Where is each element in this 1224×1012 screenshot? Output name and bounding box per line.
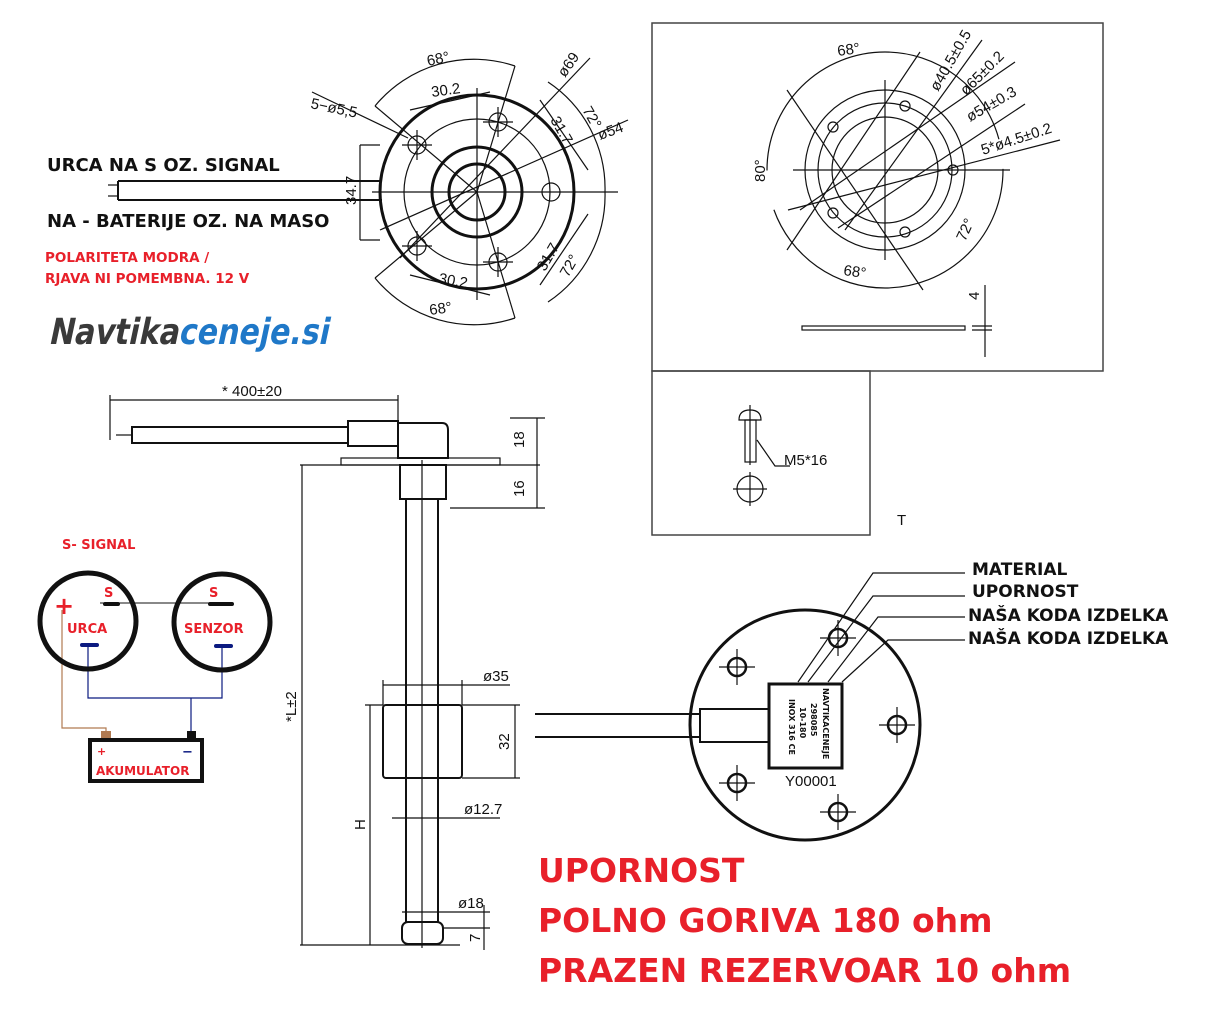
flange-angle-bottom: 68° bbox=[428, 299, 453, 319]
gasket-angle-right: 72° bbox=[953, 216, 978, 244]
battery-plus: + bbox=[97, 745, 106, 758]
label-line-2: 298085 bbox=[809, 703, 818, 737]
callout-resistance: UPORNOST bbox=[972, 582, 1079, 602]
sensor-circle bbox=[171, 571, 273, 673]
gauge-s-label: S bbox=[104, 586, 113, 601]
flange-cable-width: 34.7 bbox=[343, 176, 360, 205]
gauge-label: URCA bbox=[67, 622, 107, 637]
callout-material: MATERIAL bbox=[972, 560, 1068, 580]
flange-holes: 5−ø5,5 bbox=[309, 95, 359, 121]
end-diameter: ø18 bbox=[458, 895, 484, 912]
head-view: NAVTIKACENEJE 298085 10-180 INOX 316 CE … bbox=[535, 560, 1169, 842]
polarity-note-1: POLARITETA MODRA / bbox=[45, 250, 209, 266]
label-line-3: 10-180 bbox=[798, 707, 807, 739]
wiring-notes: URCA NA S OZ. SIGNAL NA - BATERIJE OZ. N… bbox=[45, 155, 329, 287]
callout-product-code-2: NAŠA KODA IZDELKA bbox=[968, 627, 1169, 649]
label-line-4: INOX 316 CE bbox=[787, 699, 796, 755]
flange-dia-outer: ø69 bbox=[554, 49, 583, 80]
head-height: 18 bbox=[511, 431, 528, 448]
gasket-thickness: 4 bbox=[966, 292, 983, 300]
circuit-title: S- SIGNAL bbox=[62, 538, 135, 553]
signal-note: URCA NA S OZ. SIGNAL bbox=[47, 155, 280, 176]
sleeve-height: 16 bbox=[511, 480, 528, 497]
float-diameter: ø35 bbox=[483, 668, 509, 685]
resistance-full: POLNO GORIVA 180 ohm bbox=[538, 901, 993, 940]
gasket-angle-top: 68° bbox=[836, 40, 861, 60]
logo: Navtika ceneje.si bbox=[46, 310, 335, 353]
serial-number: Y00001 bbox=[785, 773, 837, 790]
float-travel: H bbox=[352, 819, 369, 830]
sensor-label: SENZOR bbox=[184, 622, 244, 637]
sensor-s-label: S bbox=[209, 586, 218, 601]
screw-view: M5*16 T bbox=[651, 370, 906, 536]
end-height: 7 bbox=[467, 934, 484, 942]
screw-label: M5*16 bbox=[784, 452, 827, 469]
resistance-title: UPORNOST bbox=[538, 851, 745, 890]
logo-part2: ceneje.si bbox=[176, 310, 335, 353]
gasket-angle-bottom: 68° bbox=[842, 262, 867, 282]
gasket-view: 68° 80° 68° 72° ø40.5±0.5 ø65±0.2 ø54±0.… bbox=[651, 22, 1104, 372]
logo-part1: Navtika bbox=[46, 310, 185, 353]
circuit-diagram: S- SIGNAL + S S URCA SENZOR + − AKUMULAT… bbox=[37, 538, 273, 783]
probe-side-view: * 400±20 18 16 *L±2 ø35 32 H ø12.7 ø18 7 bbox=[109, 383, 545, 950]
tube-diameter: ø12.7 bbox=[464, 801, 502, 818]
battery-minus: − bbox=[182, 745, 193, 760]
flange-chord-bottom: 30.2 bbox=[437, 270, 469, 292]
ground-note: NA - BATERIJE OZ. NA MASO bbox=[47, 211, 329, 232]
gasket-holes: 5*ø4.5±0.2 bbox=[979, 120, 1054, 159]
gasket-angle-left: 80° bbox=[752, 159, 769, 182]
flange-angle-top: 68° bbox=[425, 49, 451, 70]
screw-mark: T bbox=[897, 512, 906, 529]
probe-length: *L±2 bbox=[283, 691, 300, 722]
polarity-note-2: RJAVA NI POMEMBNA. 12 V bbox=[45, 271, 250, 287]
flange-angle-right-bottom: 72° bbox=[557, 252, 583, 280]
gauge-plus: + bbox=[54, 592, 74, 620]
battery bbox=[88, 738, 204, 783]
callout-product-code-1: NAŠA KODA IZDELKA bbox=[968, 604, 1169, 626]
cable-length: * 400±20 bbox=[222, 383, 282, 400]
battery-label: AKUMULATOR bbox=[96, 764, 189, 778]
float-height: 32 bbox=[496, 733, 513, 750]
flange-chord-top: 30.2 bbox=[430, 80, 461, 101]
label-line-1: NAVTIKACENEJE bbox=[821, 688, 830, 759]
gauge-circle bbox=[37, 570, 139, 672]
resistance-info: UPORNOST POLNO GORIVA 180 ohm PRAZEN REZ… bbox=[538, 851, 1071, 990]
resistance-empty: PRAZEN REZERVOAR 10 ohm bbox=[538, 951, 1071, 990]
